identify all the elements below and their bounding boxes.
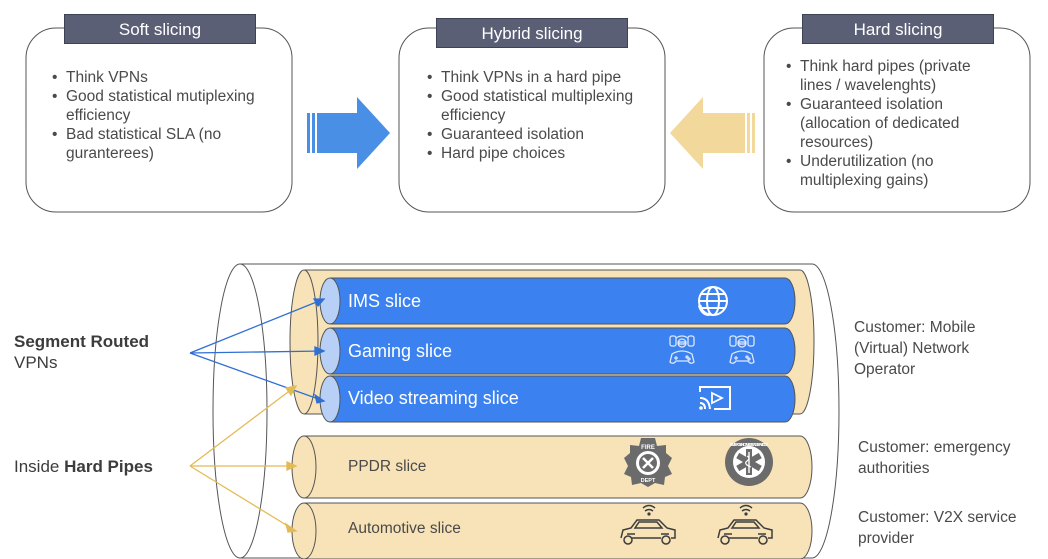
gamer-icon — [729, 335, 755, 364]
hybrid-slicing-title: Hybrid slicing — [436, 18, 628, 48]
hard-pipes-bold: Hard Pipes — [64, 457, 153, 476]
ims-slice-label: IMS slice — [348, 291, 422, 311]
inside-text: Inside — [14, 457, 65, 476]
hard-slicing-title: Hard slicing — [802, 14, 994, 44]
vpns-text: VPNs — [14, 353, 58, 372]
segment-routed-vpns-label: Segment Routed VPNs — [14, 331, 149, 373]
customer-v2x-provider: Customer: V2X service provider — [858, 509, 1017, 547]
customer-mobile-operator: Customer: Mobile (Virtual) Network Opera… — [854, 319, 976, 378]
list-item: Good statistical multiplexing efficiency — [427, 87, 641, 125]
video-vpn-pipe — [319, 375, 796, 423]
list-item: Guaranteed isolation — [427, 125, 647, 144]
segment-routed-bold: Segment Routed — [14, 332, 150, 351]
list-item: Think VPNs — [52, 68, 280, 87]
automotive-hard-pipe — [291, 502, 813, 559]
gamer-icon — [669, 335, 695, 364]
list-item: Bad statistical SLA (no guranterees) — [52, 125, 256, 163]
soft-slicing-list: Think VPNs Good statistical mutiplexing … — [52, 68, 280, 163]
fire-dept-top-text: FIRE — [641, 445, 655, 451]
hybrid-slicing-list: Think VPNs in a hard pipe Good statistic… — [427, 68, 647, 163]
list-item: Guaranteed isolation (allocation of dedi… — [786, 95, 991, 152]
vpn-connectors — [189, 298, 326, 404]
gaming-vpn-pipe — [319, 327, 796, 375]
ems-star-of-life-icon: EMERGENCY MEDICAL SERVICES — [725, 438, 773, 486]
connected-car-icon — [717, 504, 773, 545]
hard-pipe-connectors — [189, 385, 298, 533]
list-item: Underutilization (no multiplexing gains) — [786, 152, 991, 190]
soft-to-hybrid-arrow — [307, 97, 390, 169]
fire-dept-icon: FIRE DEPT — [624, 438, 672, 487]
list-item: Think VPNs in a hard pipe — [427, 68, 641, 87]
automotive-slice-label: Automotive slice — [348, 520, 461, 537]
list-item: Think hard pipes (private lines / wavele… — [786, 57, 991, 95]
ims-vpn-pipe — [319, 277, 796, 325]
soft-slicing-title: Soft slicing — [64, 14, 256, 44]
screen-cast-icon — [699, 386, 731, 410]
list-item: Good statistical mutiplexing efficiency — [52, 87, 266, 125]
hard-slicing-list: Think hard pipes (private lines / wavele… — [786, 57, 991, 190]
connected-car-icon — [620, 504, 676, 545]
inside-hard-pipes-label: Inside Hard Pipes — [14, 456, 153, 477]
ppdr-slice-label: PPDR slice — [348, 458, 427, 475]
video-slice-label: Video streaming slice — [348, 388, 519, 408]
list-item: Hard pipe choices — [427, 144, 647, 163]
ppdr-hard-pipe — [291, 435, 813, 499]
ems-text: EMERGENCY MEDICAL SERVICES — [730, 442, 769, 448]
customer-emergency-authorities: Customer: emergency authorities — [858, 439, 1011, 477]
fire-dept-bottom-text: DEPT — [641, 478, 656, 484]
hard-to-hybrid-arrow — [670, 97, 755, 169]
gaming-slice-label: Gaming slice — [348, 341, 453, 361]
globe-phone-icon — [698, 286, 728, 316]
